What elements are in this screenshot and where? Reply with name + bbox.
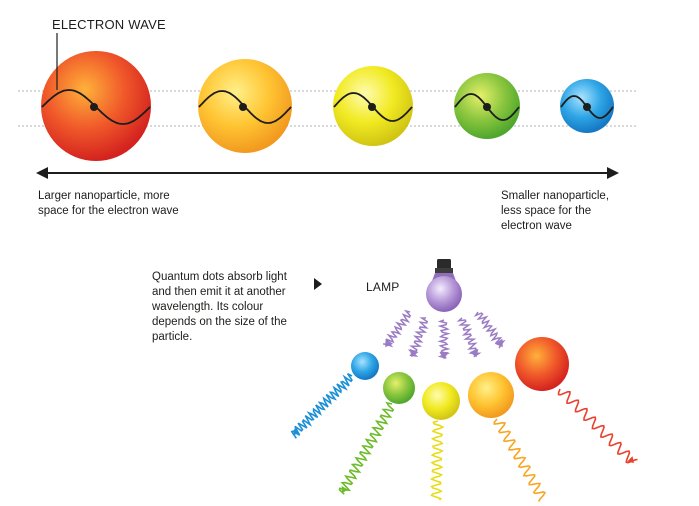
emitted-wave-green-arrowhead [341, 486, 349, 493]
lamp-light-wave [473, 311, 506, 349]
emitter-orange [468, 372, 514, 418]
lamp-light-wave [437, 319, 451, 359]
electron-dot-blue [583, 103, 591, 111]
electron-dot-green [483, 103, 491, 111]
arrow-right-icon [314, 278, 322, 290]
quantum-line-5: particle. [152, 331, 193, 343]
emitted-wave-blue [290, 372, 353, 439]
electron-dot-red [90, 103, 98, 111]
lamp-light-arrowhead [494, 338, 503, 348]
emitted-wave-orange [493, 418, 547, 502]
emitted-wave-red-arrowhead [627, 456, 634, 463]
lamp-light-wave [407, 317, 429, 357]
lamp-label: LAMP [366, 280, 400, 294]
smaller-line-3: electron wave [501, 220, 572, 232]
electron-dot-yellow [368, 103, 376, 111]
lamp-light-arrowhead [385, 338, 394, 348]
lamp-light-wave [456, 317, 482, 358]
quantum-line-4: depends on the size of the [152, 316, 287, 328]
emitted-wave-yellow [429, 420, 445, 501]
emitter-red [515, 337, 569, 391]
larger-line-2: space for the electron wave [38, 205, 179, 217]
bulb-icon [426, 259, 462, 312]
larger-nanoparticle-text: Larger nanoparticle, more space for the … [38, 189, 179, 219]
emitter-blue [351, 352, 379, 380]
lamp-light-arrowhead [469, 348, 479, 358]
emitted-wave-red [557, 388, 638, 464]
lamp-light-arrowhead [409, 348, 419, 358]
electron-dot-orange [239, 103, 247, 111]
quantum-line-3: wavelength. Its colour [152, 301, 264, 313]
smaller-line-2: less space for the [501, 205, 592, 217]
electron-wave-label: ELECTRON WAVE [52, 17, 166, 32]
double-arrow-icon [36, 167, 619, 179]
lamp-light-arrowhead [439, 352, 449, 360]
quantum-line-2: and then emit it at another [152, 286, 286, 298]
emitter-green [383, 372, 415, 404]
smaller-nanoparticle-text: Smaller nanoparticle, less space for the… [501, 189, 609, 234]
smaller-line-1: Smaller nanoparticle, [501, 190, 610, 202]
lamp-light-wave [382, 309, 411, 348]
emitter-yellow [422, 382, 460, 420]
quantum-dots-text: Quantum dots absorb light and then emit … [152, 270, 287, 345]
emitted-wave-green [338, 401, 395, 495]
larger-line-1: Larger nanoparticle, more [38, 190, 170, 202]
emitted-wave-blue-arrowhead [293, 428, 300, 435]
quantum-line-1: Quantum dots absorb light [152, 271, 287, 283]
